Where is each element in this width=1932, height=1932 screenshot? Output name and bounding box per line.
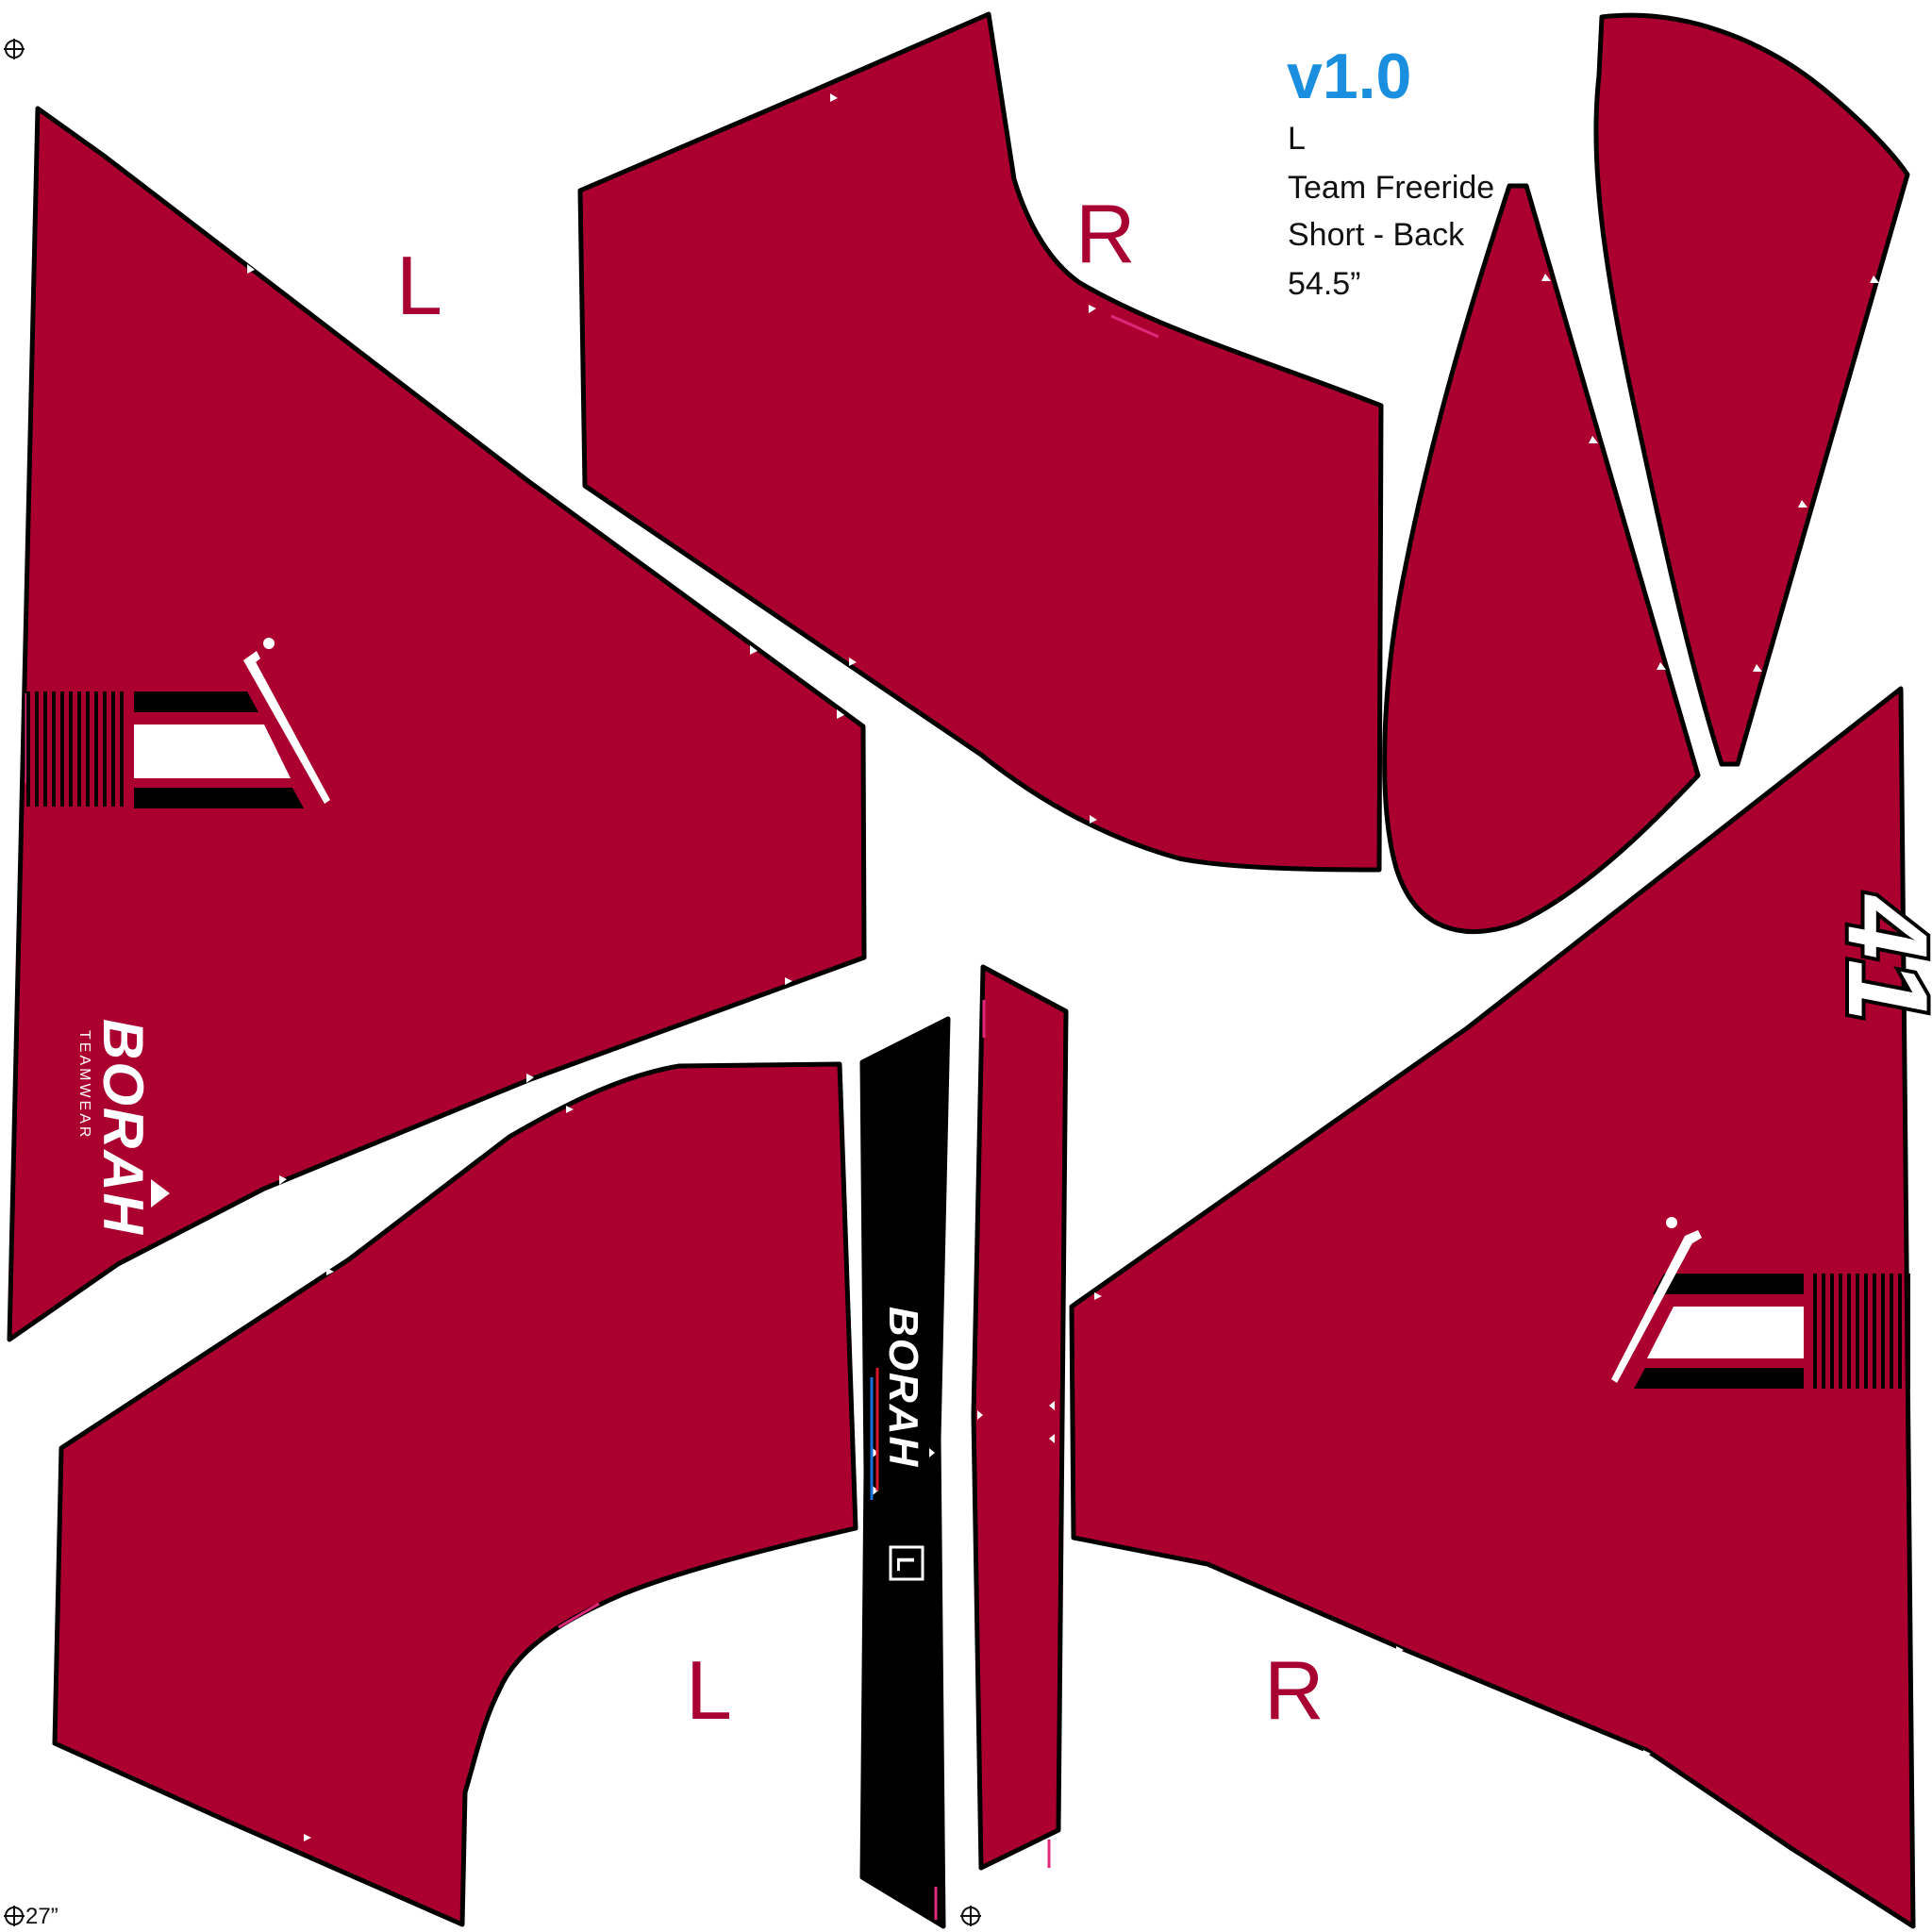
golf-club-icon	[243, 638, 330, 804]
waistband-strip	[859, 1016, 951, 1929]
version-label: v1.0	[1287, 41, 1411, 112]
panel-gusset	[1382, 183, 1701, 934]
player-number: 41	[1824, 894, 1932, 1022]
panel-left-upper	[7, 106, 867, 1342]
panel-label-left-upper: L	[396, 239, 442, 332]
waistband-branding: BORAH L	[870, 1307, 926, 1581]
corner-width-label: 27”	[25, 1904, 58, 1929]
panel-label-right-lower: R	[1264, 1643, 1324, 1737]
panel-right-lower	[1069, 686, 1916, 1929]
info-length: 54.5”	[1288, 266, 1361, 302]
registration-mark-icon	[960, 1906, 981, 1926]
stripe-graphic-icon	[1634, 1274, 1910, 1389]
panel-leaf	[1593, 12, 1910, 767]
info-team: Team Freeride	[1288, 170, 1494, 206]
svg-text:TEAMWEAR: TEAMWEAR	[76, 1030, 92, 1140]
borah-logo-icon: BORAH TEAMWEAR	[76, 1019, 170, 1236]
panel-label-left-lower: L	[686, 1643, 732, 1737]
panel-left-lower	[52, 1061, 858, 1927]
panel-label-right-upper: R	[1075, 187, 1136, 280]
info-size: L	[1288, 121, 1306, 157]
panel-side-strip	[971, 964, 1069, 1871]
stripe-graphic-icon	[26, 691, 304, 808]
registration-mark-icon	[4, 39, 25, 59]
golf-club-icon	[1611, 1217, 1702, 1383]
registration-mark-icon	[4, 1906, 25, 1926]
panel-right-upper	[577, 11, 1384, 873]
info-product: Short - Back	[1288, 217, 1465, 253]
svg-text:BORAH: BORAH	[92, 1019, 155, 1236]
svg-text:L: L	[891, 1557, 920, 1572]
notch-marks	[247, 93, 1879, 1841]
svg-text:BORAH: BORAH	[880, 1307, 926, 1468]
